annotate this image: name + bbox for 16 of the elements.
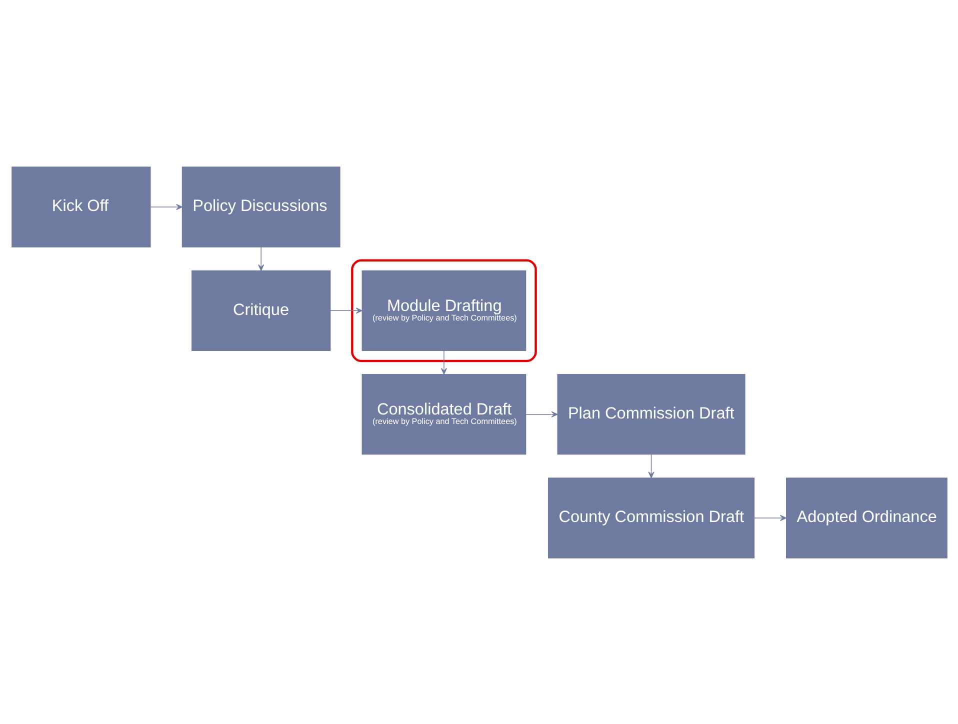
arrow	[525, 410, 558, 417]
arrow	[754, 514, 786, 520]
arrow	[330, 307, 362, 314]
node-box: Kick Off	[11, 166, 150, 247]
cluster	[350, 258, 536, 362]
node-box: Critique	[191, 270, 330, 351]
node-box: Adopted Ordinance	[786, 477, 947, 558]
node-box: Module Drafting (review by Policy and Tech Committees)	[361, 270, 526, 351]
arrow	[440, 350, 446, 374]
arrow	[258, 246, 264, 270]
node-box: Policy Discussions	[181, 166, 340, 247]
node-box: Plan Commission Draft	[556, 373, 745, 454]
node-box: Consolidated Draft (review by Policy and Tech Committees)	[361, 373, 526, 454]
node-box: County Commission Draft	[547, 477, 754, 558]
arrow	[150, 204, 182, 210]
arrow	[648, 454, 654, 478]
